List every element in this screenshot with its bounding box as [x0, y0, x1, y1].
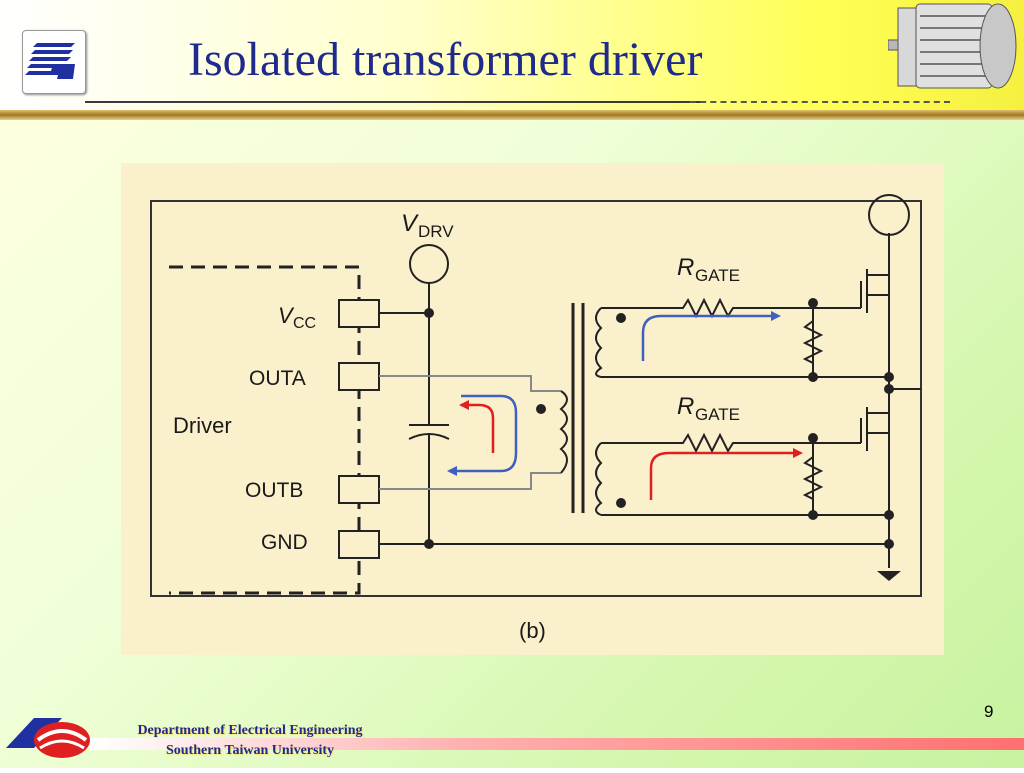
vdrv-label-v: V — [401, 210, 419, 237]
header-divider — [0, 110, 1024, 120]
rgate-bottom-sub: GATE — [695, 405, 740, 424]
rgate-top-r: R — [677, 254, 694, 281]
circuit-diagram: V CC OUTA Driver OUTB GND V DRV R GATE R… — [150, 194, 922, 643]
driver-label: Driver — [173, 413, 232, 438]
gnd-pin — [338, 530, 380, 559]
outb-pin — [338, 475, 380, 504]
outb-label: OUTB — [245, 479, 303, 502]
vcc-label-v: V — [278, 303, 295, 328]
motor-icon — [887, 0, 1018, 92]
red-loop-arrow — [461, 403, 495, 453]
slide-title: Isolated transformer driver — [188, 33, 703, 86]
gnd-label: GND — [261, 531, 308, 554]
circuit-figure: V CC OUTA Driver OUTB GND V DRV R GATE R… — [121, 163, 944, 655]
footer-university: Southern Taiwan University — [165, 743, 335, 758]
blue-loop-arrow — [449, 394, 518, 473]
rgate-top-sub: GATE — [695, 266, 740, 285]
vdrv-terminal — [409, 244, 449, 284]
university-emblem-icon — [4, 712, 94, 768]
vcc-pin — [338, 299, 380, 328]
vdrv-label-sub: DRV — [418, 222, 454, 241]
title-underline — [85, 101, 705, 103]
vcc-label-sub: CC — [293, 315, 316, 332]
figure-caption: (b) — [519, 618, 546, 643]
header-background — [0, 0, 1024, 118]
outa-pin — [338, 362, 380, 391]
footer-text: Department of Electrical Engineering Sou… — [100, 721, 400, 761]
red-secondary-arrow — [649, 451, 796, 500]
page-number: 9 — [984, 702, 994, 721]
title-underline-dashed — [690, 101, 950, 103]
ground-symbol — [877, 571, 901, 581]
university-logo-icon — [22, 30, 86, 94]
diagram-frame — [150, 200, 922, 597]
outa-label: OUTA — [249, 367, 306, 390]
footer-department: Department of Electrical Engineering — [137, 723, 363, 738]
footer-strip — [90, 738, 1024, 750]
rgate-bottom-r: R — [677, 393, 694, 420]
driver-box — [169, 265, 361, 595]
blue-secondary-arrow — [641, 314, 776, 361]
